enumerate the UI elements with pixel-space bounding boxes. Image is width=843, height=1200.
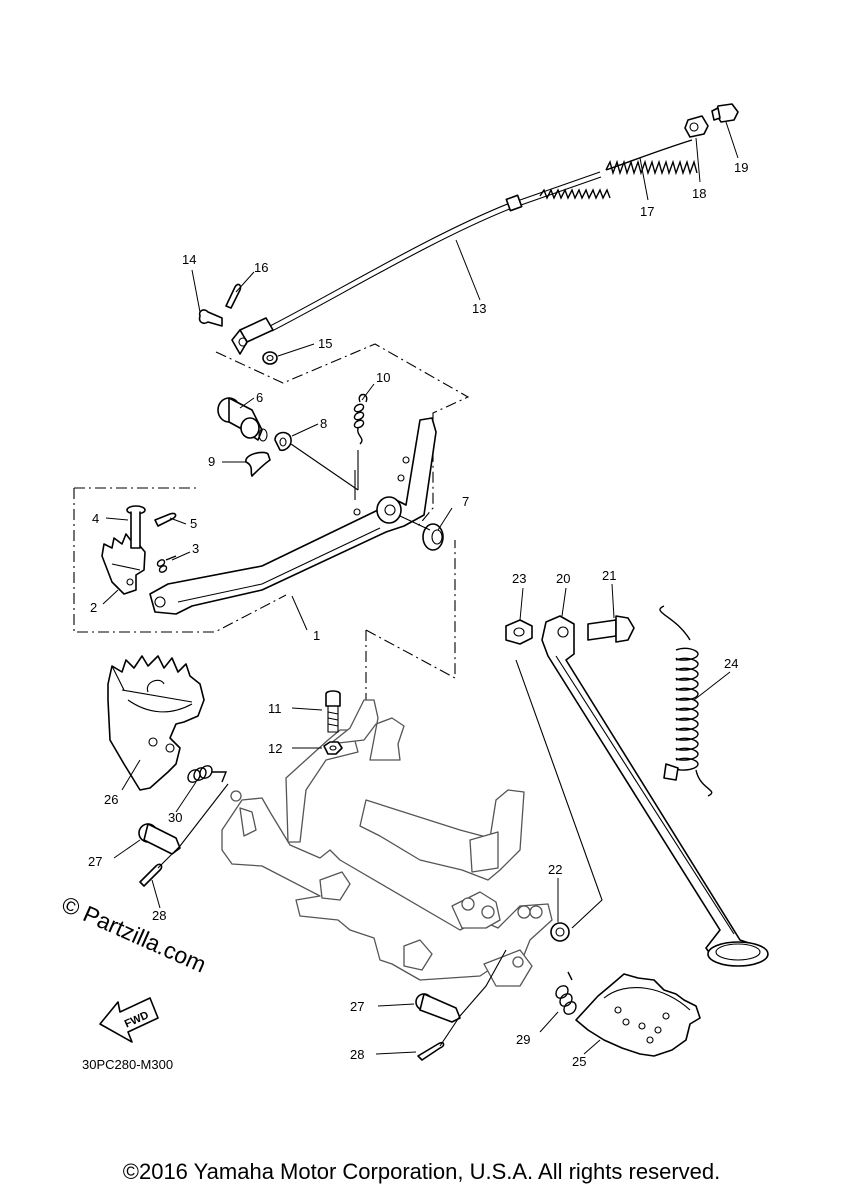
cotter-pin-16[interactable] — [225, 283, 242, 309]
nut-23[interactable] — [505, 619, 533, 645]
washer-8[interactable] — [274, 431, 292, 452]
callout-18: 18 — [692, 186, 706, 201]
callout-1: 1 — [313, 628, 320, 643]
washer-7[interactable] — [422, 523, 444, 551]
callout-13: 13 — [472, 301, 486, 316]
leader-lines — [102, 121, 739, 1055]
cotter-pin-28-right[interactable] — [417, 1041, 445, 1061]
forward-arrow-icon: FWD — [99, 997, 159, 1043]
callout-7: 7 — [462, 494, 469, 509]
callout-22: 22 — [548, 862, 562, 877]
footrest-26[interactable] — [107, 655, 205, 791]
callout-27b: 27 — [350, 999, 364, 1014]
callout-17: 17 — [640, 204, 654, 219]
pin-27-left[interactable] — [138, 823, 181, 855]
spring-29[interactable] — [555, 971, 577, 1015]
washer-12[interactable] — [323, 741, 343, 755]
callout-8: 8 — [320, 416, 327, 431]
callout-9: 9 — [208, 454, 215, 469]
clip-9[interactable] — [245, 451, 271, 477]
pin-14[interactable] — [198, 309, 223, 327]
callout-28b: 28 — [350, 1047, 364, 1062]
callout-6: 6 — [256, 390, 263, 405]
adjust-nut-19[interactable] — [711, 103, 739, 123]
pivot-pin-4[interactable] — [126, 505, 146, 549]
return-spring-3[interactable] — [156, 555, 177, 573]
collar-22[interactable] — [550, 922, 570, 942]
washer-15[interactable] — [262, 351, 278, 365]
brake-rod-13[interactable] — [231, 171, 611, 355]
callout-27a: 27 — [88, 854, 102, 869]
spring-30[interactable] — [187, 765, 228, 783]
callout-4: 4 — [92, 511, 99, 526]
callout-29: 29 — [516, 1032, 530, 1047]
callout-14: 14 — [182, 252, 196, 267]
return-spring-10[interactable] — [353, 393, 368, 445]
callout-20: 20 — [556, 571, 570, 586]
callout-15: 15 — [318, 336, 332, 351]
callout-2: 2 — [90, 600, 97, 615]
side-stand-20[interactable] — [541, 615, 769, 967]
callout-26: 26 — [104, 792, 118, 807]
stand-spring-24[interactable] — [659, 605, 713, 797]
callout-5: 5 — [190, 516, 197, 531]
callout-12: 12 — [268, 741, 282, 756]
callout-19: 19 — [734, 160, 748, 175]
callout-labels: 1 2 3 4 5 6 7 8 9 10 11 12 13 14 15 16 1… — [88, 160, 748, 1069]
callout-21: 21 — [602, 568, 616, 583]
frame-section — [221, 699, 553, 987]
callout-28a: 28 — [152, 908, 166, 923]
bolt-21[interactable] — [587, 615, 635, 643]
copyright-notice: ©2016 Yamaha Motor Corporation, U.S.A. A… — [122, 1159, 721, 1184]
watermark-text: © Partzilla.com — [58, 891, 210, 978]
callout-30: 30 — [168, 810, 182, 825]
callout-24: 24 — [724, 656, 738, 671]
callout-10: 10 — [376, 370, 390, 385]
rod-spring-17[interactable] — [605, 139, 698, 176]
rod-joint-18[interactable] — [684, 115, 709, 138]
callout-25: 25 — [572, 1054, 586, 1069]
callout-3: 3 — [192, 541, 199, 556]
bolt-11[interactable] — [325, 690, 341, 733]
callout-11: 11 — [268, 701, 282, 716]
pivot-shaft-6[interactable] — [217, 397, 268, 442]
pin-27-right[interactable] — [415, 993, 461, 1023]
diagram-code: 30PC280-M300 — [82, 1057, 173, 1072]
brake-pedal-1[interactable] — [149, 417, 437, 615]
cotter-pin-5[interactable] — [154, 512, 177, 527]
footrest-25[interactable] — [575, 973, 701, 1057]
callout-23: 23 — [512, 571, 526, 586]
callout-16: 16 — [254, 260, 268, 275]
